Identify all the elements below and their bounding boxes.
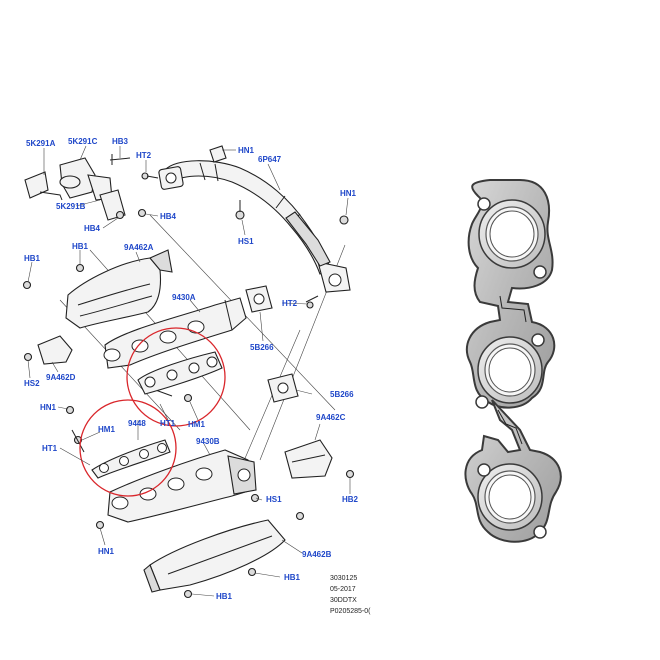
callout-hn1-right: HN1 bbox=[340, 189, 357, 198]
gasket-bolt-hole bbox=[477, 197, 491, 211]
callout-labels: 5K291A 5K291C HB3 HT2 HN1 6P647 HN1 5K29… bbox=[24, 137, 359, 601]
callout-hs2: HS2 bbox=[24, 379, 40, 388]
callout-hs1-top: HS1 bbox=[238, 237, 254, 246]
callout-6p647: 6P647 bbox=[258, 155, 282, 164]
flange-gasket-5b266-top bbox=[245, 285, 273, 313]
egr-pipe-6p647 bbox=[158, 145, 351, 293]
callout-5k291a: 5K291A bbox=[26, 139, 56, 148]
callout-hb2: HB2 bbox=[342, 495, 359, 504]
callout-hs1-bottom: HS1 bbox=[266, 495, 282, 504]
callout-hb1-c: HB1 bbox=[284, 573, 301, 582]
callout-5b266-b: 5B266 bbox=[330, 390, 354, 399]
gasket-bolt-hole bbox=[533, 265, 547, 279]
heat-shield-9a462a bbox=[65, 249, 173, 329]
callout-9a462a: 9A462A bbox=[124, 243, 154, 252]
heat-shield-9a462b bbox=[143, 519, 286, 593]
highlight-circle-lower bbox=[79, 399, 177, 497]
fasteners bbox=[22, 172, 355, 599]
callout-hb4-right: HB4 bbox=[160, 212, 177, 221]
gasket-bolt-hole bbox=[475, 395, 489, 409]
bracket-5k291 bbox=[24, 154, 131, 221]
callout-9a462d: 9A462D bbox=[46, 373, 76, 382]
callout-hb1-d: HB1 bbox=[216, 592, 233, 601]
heat-shield-9a462d bbox=[37, 335, 73, 365]
heat-shield-9a462c bbox=[284, 439, 333, 479]
callout-ht2-mid: HT2 bbox=[282, 299, 298, 308]
callout-hb3: HB3 bbox=[112, 137, 129, 146]
exhaust-manifold-9430a bbox=[103, 297, 247, 369]
exploded-parts-view: 5K291A 5K291C HB3 HT2 HN1 6P647 HN1 5K29… bbox=[22, 137, 371, 615]
callout-hb4-left: HB4 bbox=[84, 224, 101, 233]
gasket-bolt-hole bbox=[477, 463, 491, 477]
callout-hm1-a: HM1 bbox=[188, 420, 205, 429]
callout-9a462c: 9A462C bbox=[316, 413, 346, 422]
manifold-gasket-upper bbox=[137, 351, 223, 395]
diagram-reference-caption: 3030125 05-2017 30DDTX P0205285-0( bbox=[330, 575, 371, 615]
callout-hb1-b: HB1 bbox=[24, 254, 41, 263]
manifold-gasket-9448 bbox=[91, 439, 171, 479]
flange-gasket-5b266-mid bbox=[267, 373, 299, 403]
callout-ht1-b: HT1 bbox=[42, 444, 58, 453]
gasket-bolt-hole bbox=[533, 525, 547, 539]
callout-hb1-a: HB1 bbox=[72, 242, 89, 251]
caption-line-2: 05-2017 bbox=[330, 586, 356, 593]
caption-line-3: 30DDTX bbox=[330, 597, 357, 604]
callout-9448: 9448 bbox=[128, 419, 146, 428]
callout-hn1-bottom: HN1 bbox=[98, 547, 115, 556]
callout-hm1-b: HM1 bbox=[98, 425, 115, 434]
callout-5b266-a: 5B266 bbox=[250, 343, 274, 352]
callout-9430a: 9430A bbox=[172, 293, 196, 302]
callout-5k291b: 5K291B bbox=[56, 202, 86, 211]
callout-ht2-top: HT2 bbox=[136, 151, 152, 160]
callout-hn1-mid: HN1 bbox=[40, 403, 57, 412]
callout-leaders bbox=[27, 145, 351, 597]
callout-9430b: 9430B bbox=[196, 437, 220, 446]
callout-hn1-top: HN1 bbox=[238, 146, 255, 155]
highlight-circle-upper bbox=[126, 327, 226, 427]
caption-line-4: P0205285-0( bbox=[330, 608, 371, 615]
callout-5k291c: 5K291C bbox=[68, 137, 98, 146]
callout-9a462b: 9A462B bbox=[302, 550, 332, 559]
callout-ht1-a: HT1 bbox=[160, 419, 176, 428]
gasket-bolt-hole bbox=[531, 333, 545, 347]
caption-line-1: 3030125 bbox=[330, 575, 357, 582]
exhaust-manifold-gasket-photo bbox=[464, 179, 562, 543]
